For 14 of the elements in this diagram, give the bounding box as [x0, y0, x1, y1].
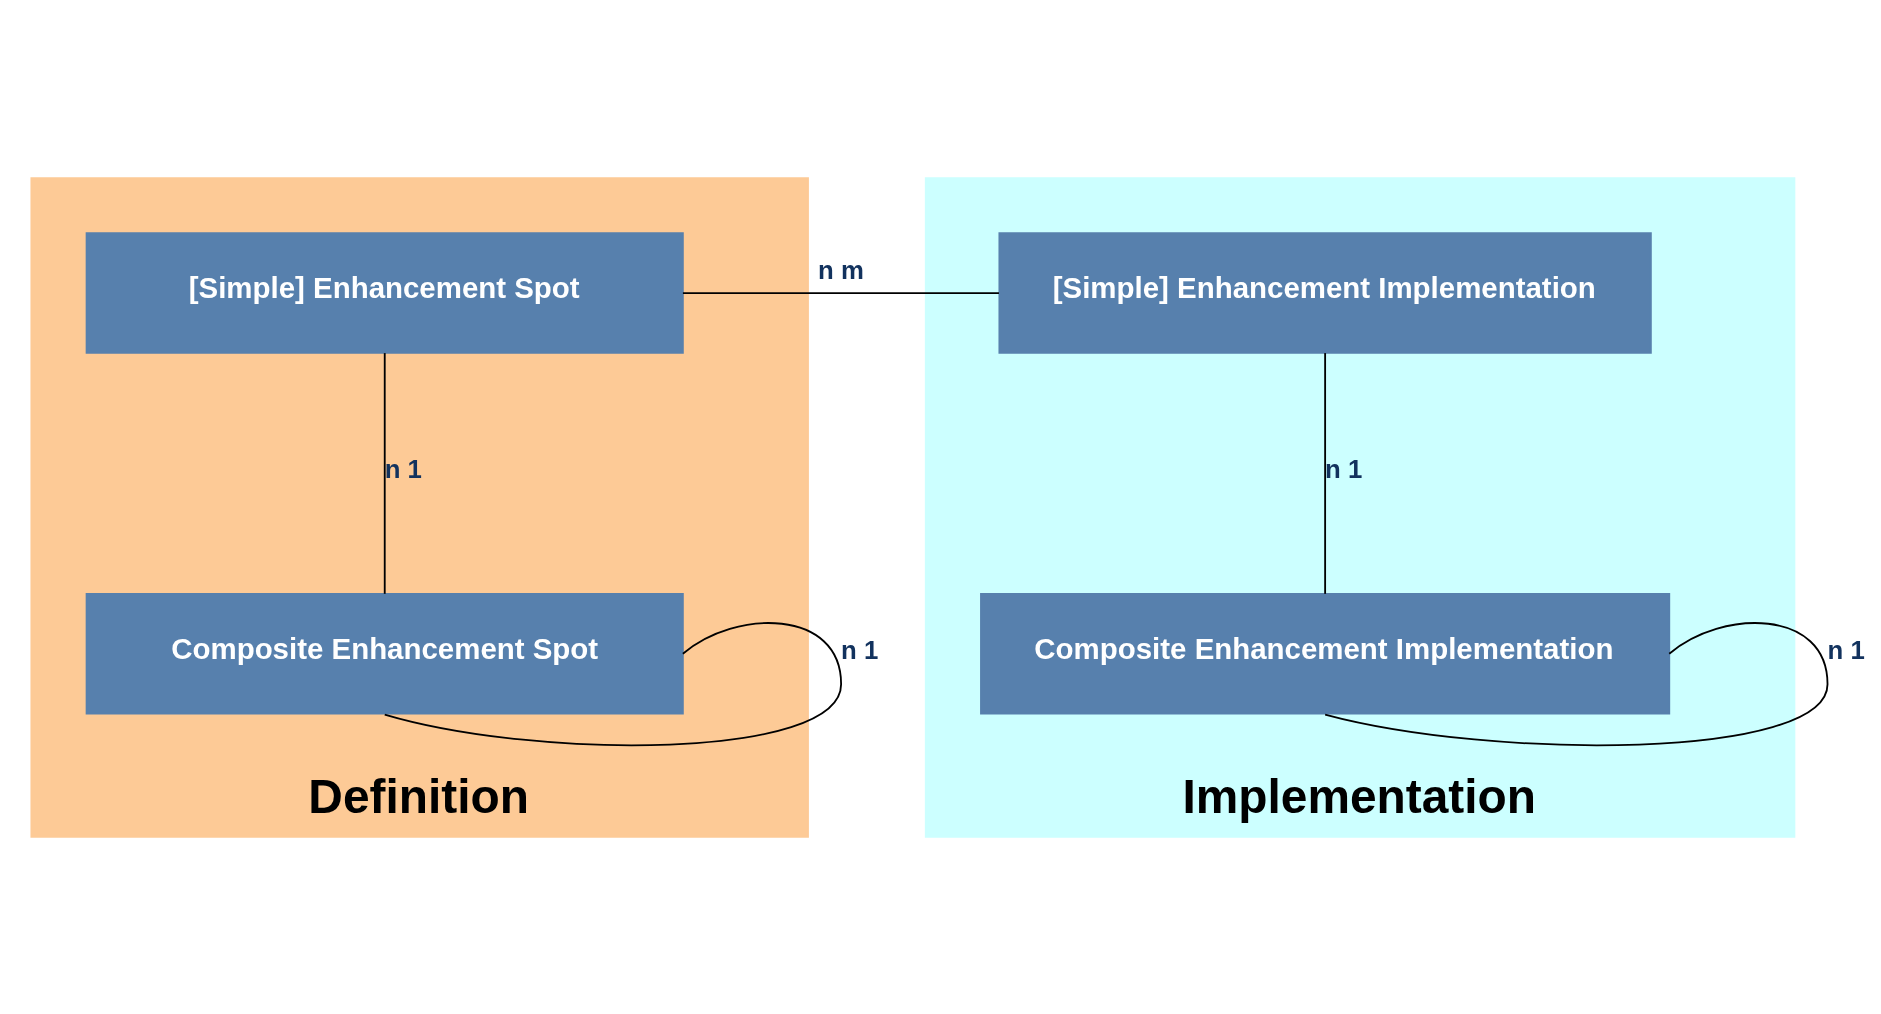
edge-label: n 1	[384, 454, 422, 483]
node-box: Composite Enhancement Spot	[85, 592, 684, 715]
connector	[1324, 351, 1327, 595]
connector	[682, 291, 1000, 294]
edge-label: n 1	[1827, 635, 1865, 664]
connector	[383, 621, 843, 746]
node-box: [Simple] Enhancement Implementation	[998, 231, 1652, 354]
node-box: [Simple] Enhancement Spot	[85, 231, 684, 354]
edge-label: n 1	[841, 635, 879, 664]
edge-label: n 1	[1325, 454, 1363, 483]
node-box: Composite Enhancement Implementation	[980, 592, 1671, 715]
connector	[1324, 621, 1829, 746]
connector	[383, 351, 386, 595]
edge-label: n m	[818, 255, 864, 284]
